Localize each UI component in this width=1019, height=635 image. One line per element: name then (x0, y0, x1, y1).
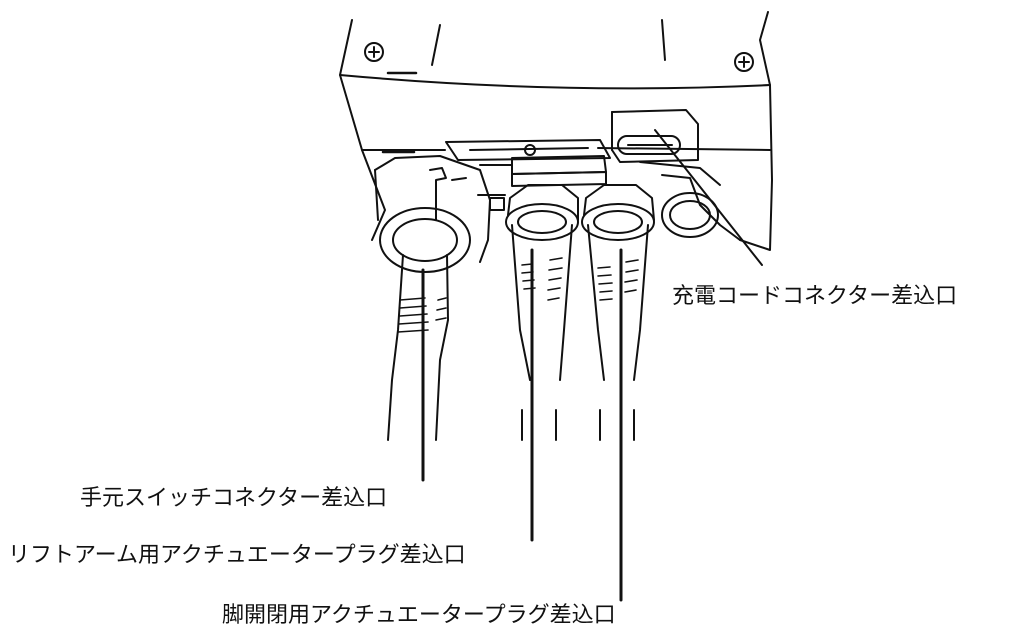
screw-left-icon (364, 42, 384, 62)
lift-arm-connector (505, 184, 579, 441)
housing (339, 11, 773, 251)
charging-connector (611, 109, 741, 241)
label-leg-port: 脚開閉用アクチュエータープラグ差込口 (222, 603, 616, 628)
screw-right-icon (734, 52, 754, 72)
hand-switch-connector (374, 155, 491, 441)
leader-lines (421, 129, 763, 602)
label-hand-switch-port: 手元スイッチコネクター差込口 (80, 486, 388, 511)
leader-charging (654, 129, 763, 266)
leg-connector (581, 184, 655, 441)
label-lift-arm-port: リフトアーム用アクチュエータープラグ差込口 (8, 543, 466, 568)
label-charging-port: 充電コードコネクター差込口 (672, 284, 958, 309)
cap (661, 192, 719, 238)
